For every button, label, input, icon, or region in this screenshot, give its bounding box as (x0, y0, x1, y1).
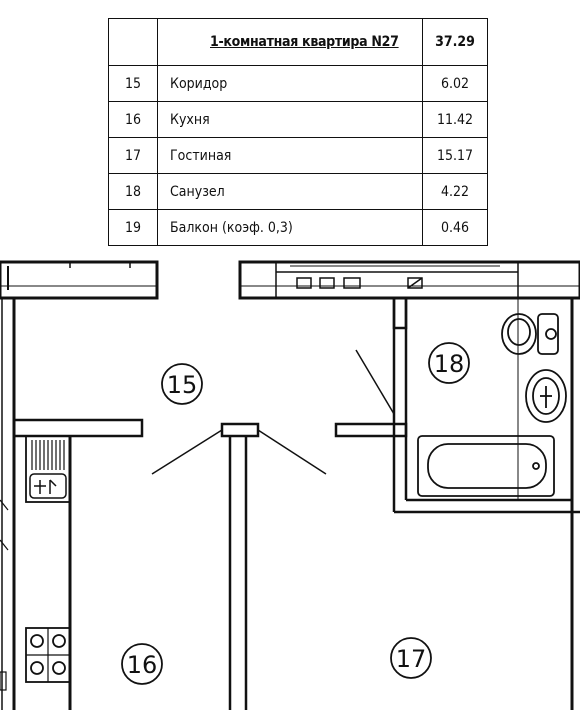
room-area: 11.42 (422, 101, 488, 138)
table-row: 19 Балкон (коэф. 0,3) 0.46 (108, 209, 488, 246)
room-area: 0.46 (422, 209, 488, 246)
table-row: 17 Гостиная 15.17 (108, 137, 488, 174)
room-number: 17 (108, 137, 158, 174)
room-area: 15.17 (422, 137, 488, 174)
table-row: 18 Санузел 4.22 (108, 173, 488, 210)
room-area-table: 1-комнатная квартира N27 37.29 15 Коридо… (108, 18, 488, 246)
room-area: 6.02 (422, 65, 488, 102)
room-number: 15 (108, 65, 158, 102)
room-label-text: 16 (127, 651, 158, 679)
kitchen-stove-icon (25, 627, 71, 683)
partition-walls (12, 296, 580, 710)
room-label-text: 18 (434, 350, 465, 378)
door-swings (151, 349, 395, 475)
header-empty-cell (108, 18, 158, 66)
exterior-wall-left (0, 298, 16, 710)
room-label-kitchen: 16 (121, 643, 163, 685)
basin-icon (525, 369, 567, 423)
kitchen-sink-icon (25, 435, 71, 503)
room-label-text: 17 (396, 645, 427, 673)
room-label-text: 15 (167, 371, 198, 399)
room-number: 16 (108, 101, 158, 138)
room-area: 4.22 (422, 173, 488, 210)
apartment-title: 1-комнатная квартира N27 (210, 34, 399, 50)
toilet-icon (501, 313, 559, 355)
room-label-living: 17 (390, 637, 432, 679)
exterior-wall-top-right (238, 260, 580, 300)
room-label-bathroom: 18 (428, 342, 470, 384)
table-row: 16 Кухня 11.42 (108, 101, 488, 138)
bathtub-icon (417, 435, 555, 497)
exterior-wall-right (517, 298, 574, 710)
exterior-wall-top-left (0, 260, 159, 300)
room-label-corridor: 15 (161, 363, 203, 405)
table-row: 15 Коридор 6.02 (108, 65, 488, 102)
